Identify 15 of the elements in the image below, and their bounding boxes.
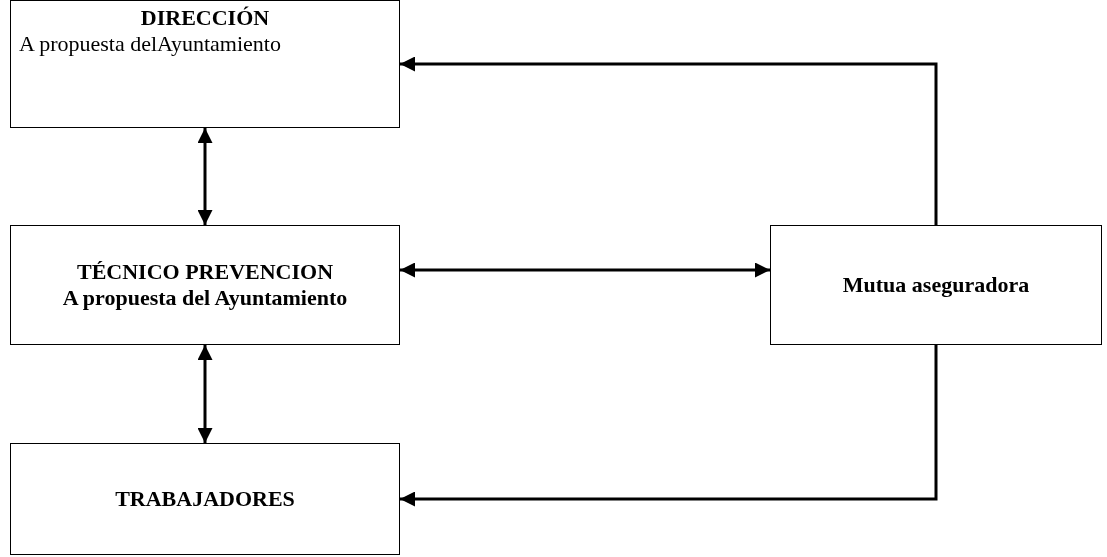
arrow xyxy=(197,345,213,443)
box-text: A propuesta delAyuntamiento xyxy=(19,31,282,58)
box-text: A propuesta del Ayuntamiento xyxy=(61,285,349,312)
process-box xyxy=(10,225,400,345)
arrow xyxy=(400,345,938,507)
arrow xyxy=(400,262,770,278)
box-heading: TÉCNICO PREVENCION xyxy=(75,258,335,285)
box-heading: Mutua aseguradora xyxy=(841,271,1031,299)
arrow xyxy=(197,128,213,225)
process-box xyxy=(10,443,400,555)
process-box xyxy=(10,0,400,128)
box-heading: TRABAJADORES xyxy=(114,485,296,513)
arrow xyxy=(400,56,938,225)
box-heading: DIRECCIÓN xyxy=(139,5,271,32)
process-box xyxy=(770,225,1102,345)
